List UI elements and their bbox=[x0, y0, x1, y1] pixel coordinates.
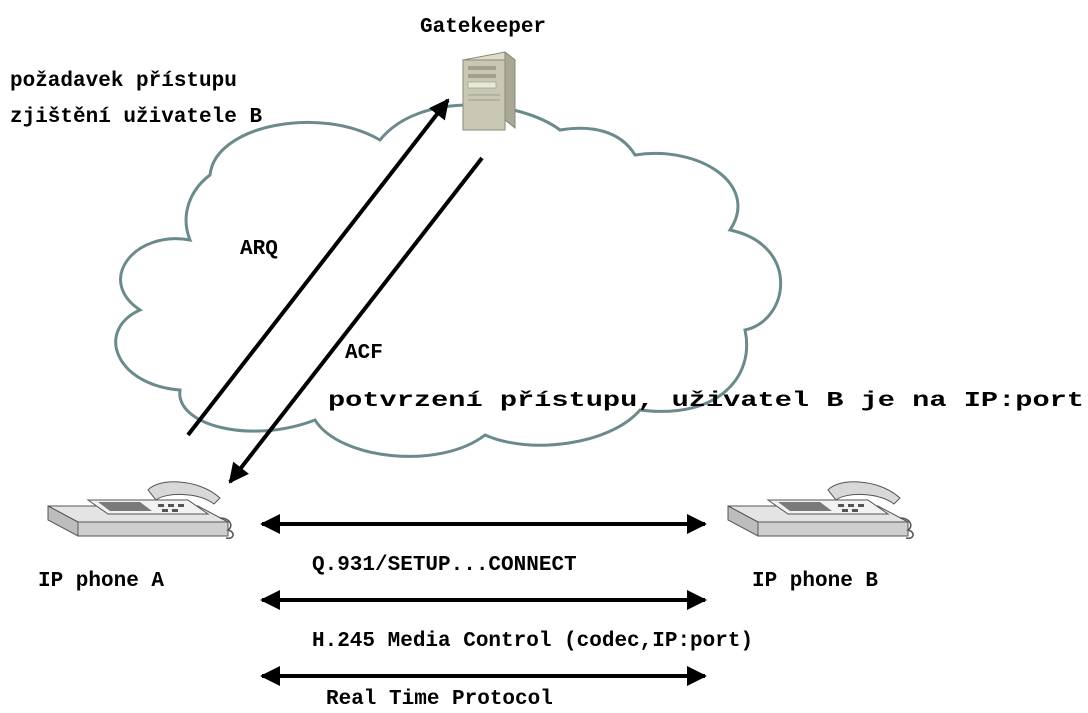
rtp-label: Real Time Protocol bbox=[326, 688, 553, 708]
q931-label: Q.931/SETUP...CONNECT bbox=[312, 554, 577, 577]
ip-phone-a-icon bbox=[47, 481, 234, 540]
arq-arrow bbox=[186, 98, 450, 437]
acf-label: ACF bbox=[345, 342, 383, 365]
ip-phone-b-icon bbox=[727, 481, 914, 540]
request-note-line2: zjištění uživatele B bbox=[10, 106, 262, 129]
request-note-line1: požadavek přístupu bbox=[10, 70, 237, 93]
phone-b-label: IP phone B bbox=[752, 570, 878, 593]
h245-label: H.245 Media Control (codec,IP:port) bbox=[312, 630, 753, 653]
network-cloud bbox=[114, 103, 783, 458]
gatekeeper-server-icon bbox=[461, 50, 517, 131]
gatekeeper-label: Gatekeeper bbox=[420, 16, 546, 39]
arq-label: ARQ bbox=[240, 238, 278, 261]
acf-note: potvrzení přístupu, uživatel B je na IP:… bbox=[328, 390, 1084, 413]
acf-arrow bbox=[228, 156, 484, 484]
phone-a-label: IP phone A bbox=[38, 570, 164, 593]
